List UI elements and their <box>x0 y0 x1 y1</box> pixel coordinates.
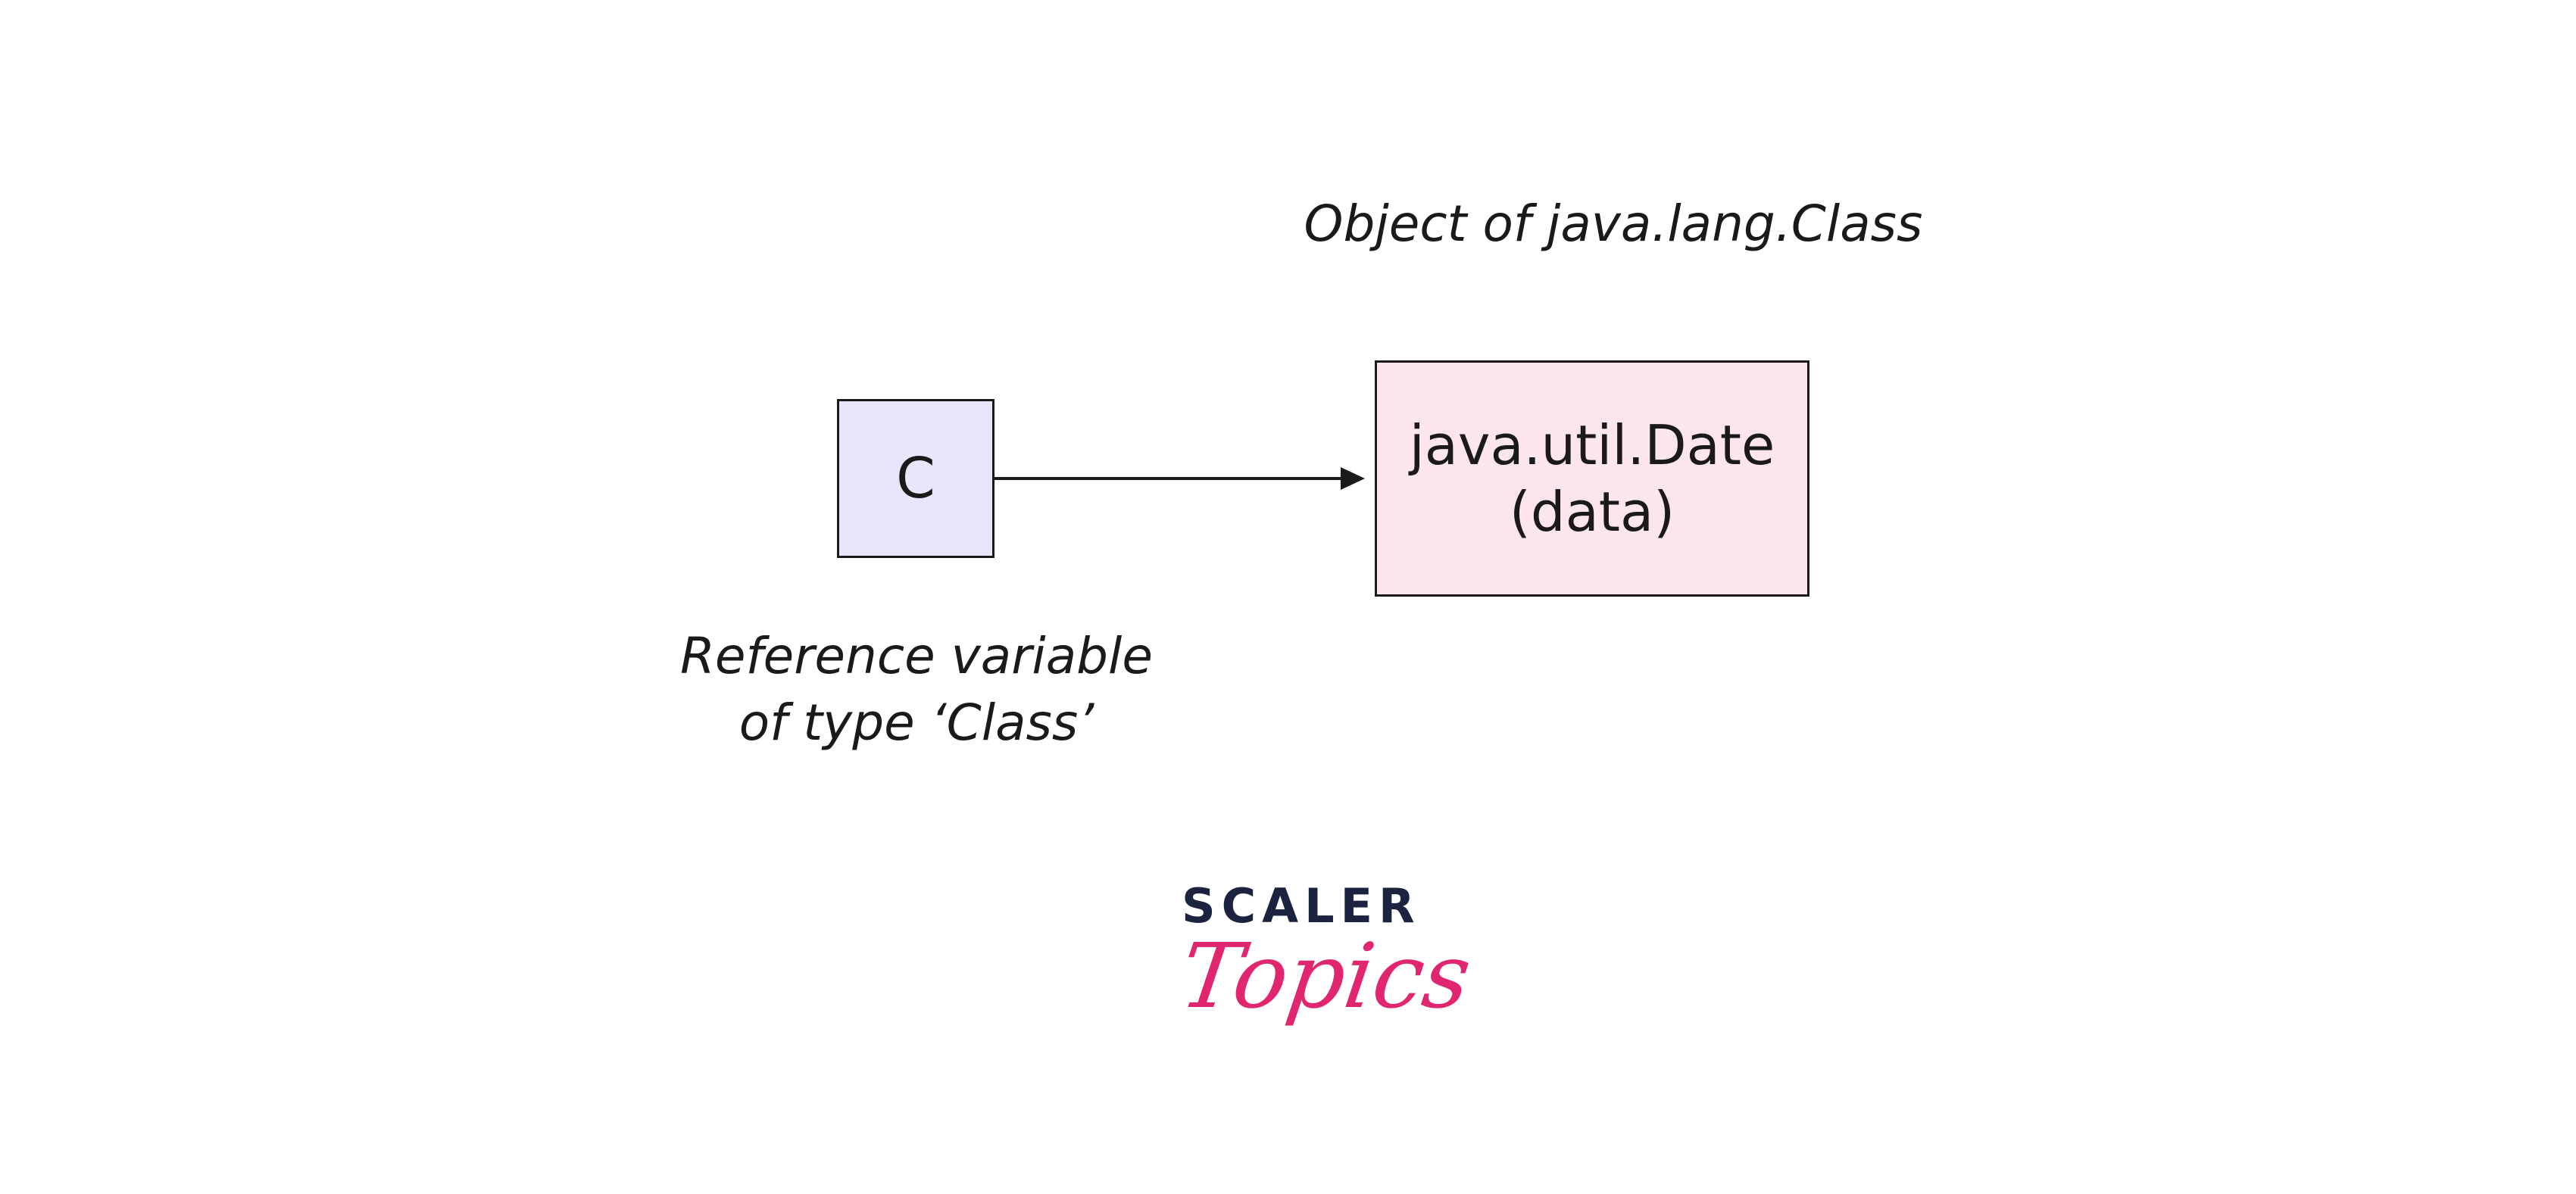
arrow-head <box>1341 467 1365 490</box>
date-object-type: java.util.Date <box>1409 413 1775 477</box>
reference-caption-line2: of type ‘Class’ <box>738 694 1094 752</box>
reference-variable-label: C <box>896 446 935 511</box>
scaler-topics-logo: SCALER Topics <box>1174 878 1477 1075</box>
logo-topics-text: Topics <box>1174 924 1478 1028</box>
reference-caption: Reference variable of type ‘Class’ <box>636 623 1197 756</box>
object-caption: Object of java.lang.Class <box>1304 195 1923 253</box>
reference-caption-line1: Reference variable <box>679 627 1153 685</box>
reference-variable-box: C <box>837 399 994 558</box>
date-object-box: java.util.Date (data) <box>1375 360 1809 597</box>
logo-scaler-text: SCALER <box>1182 878 1421 934</box>
date-object-data: (data) <box>1509 480 1675 544</box>
